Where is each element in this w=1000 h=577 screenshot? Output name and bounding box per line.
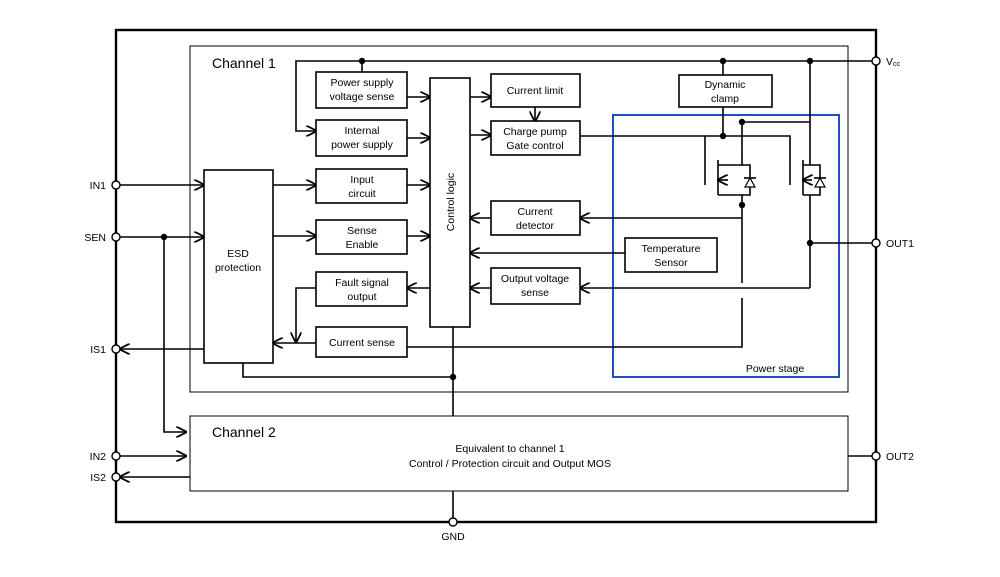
- output-mosfet-1: [704, 152, 757, 205]
- output-voltage-sense-block: Output voltage sense: [490, 267, 581, 305]
- input-circuit-block: Input circuit: [315, 168, 408, 204]
- svg-text:voltage sense: voltage sense: [330, 91, 395, 103]
- svg-text:output: output: [347, 291, 376, 303]
- svg-text:Output voltage: Output voltage: [501, 273, 569, 285]
- wiring: [120, 60, 874, 518]
- svg-text:power supply: power supply: [331, 139, 394, 151]
- power-stage-label: Power stage: [746, 363, 805, 375]
- svg-text:Vcc: Vcc: [886, 56, 901, 68]
- pin-out1: OUT1: [871, 238, 914, 250]
- current-sense-block: Current sense: [315, 326, 408, 358]
- svg-text:OUT1: OUT1: [886, 238, 914, 250]
- channel1-frame: [189, 45, 849, 393]
- svg-text:Power supply: Power supply: [330, 77, 394, 89]
- control-logic-block: Control logic: [429, 77, 471, 328]
- svg-text:detector: detector: [516, 220, 554, 232]
- svg-text:protection: protection: [215, 262, 261, 274]
- ic-package-outline: [114, 28, 878, 524]
- svg-text:Fault signal: Fault signal: [335, 277, 389, 289]
- svg-text:Internal: Internal: [344, 125, 379, 137]
- svg-text:Dynamic: Dynamic: [705, 79, 746, 91]
- svg-text:clamp: clamp: [711, 93, 739, 105]
- pin-in1: IN1: [90, 180, 121, 192]
- svg-text:OUT2: OUT2: [886, 451, 914, 463]
- junction-dots: [160, 57, 814, 381]
- pin-in2: IN2: [90, 451, 121, 463]
- svg-text:sense: sense: [521, 287, 549, 299]
- svg-text:Current: Current: [517, 206, 552, 218]
- channel1-title: Channel 1: [212, 55, 276, 71]
- sense-enable-block: Sense Enable: [315, 219, 408, 255]
- fault-signal-output-block: Fault signal output: [315, 271, 408, 307]
- pin-is2: IS2: [90, 472, 121, 484]
- svg-text:Gate control: Gate control: [506, 140, 563, 152]
- pin-out2: OUT2: [871, 451, 914, 463]
- svg-text:Sense: Sense: [347, 225, 377, 237]
- power-stage-frame: [612, 114, 840, 378]
- pin-gnd: GND: [441, 517, 465, 543]
- svg-text:Control / Protection circuit a: Control / Protection circuit and Output …: [409, 458, 611, 470]
- dynamic-clamp-block: Dynamic clamp: [678, 74, 773, 108]
- pin-sen: SEN: [84, 232, 121, 244]
- svg-text:IN1: IN1: [90, 180, 107, 192]
- svg-text:Enable: Enable: [346, 239, 379, 251]
- pin-is1: IS1: [90, 344, 121, 356]
- svg-text:IS2: IS2: [90, 472, 106, 484]
- svg-text:Sensor: Sensor: [654, 257, 688, 269]
- channel2-title: Channel 2: [212, 424, 276, 440]
- svg-text:Input: Input: [350, 174, 373, 186]
- charge-pump-gate-control-block: Charge pump Gate control: [490, 120, 581, 156]
- svg-text:Charge pump: Charge pump: [503, 126, 567, 138]
- svg-text:Control logic: Control logic: [445, 173, 457, 231]
- svg-text:IS1: IS1: [90, 344, 106, 356]
- svg-text:IN2: IN2: [90, 451, 107, 463]
- output-mosfet-2: [789, 122, 827, 205]
- current-detector-block: Current detector: [490, 200, 581, 236]
- temperature-sensor-block: Temperature Sensor: [624, 237, 718, 273]
- svg-text:Current sense: Current sense: [329, 337, 395, 349]
- power-supply-voltage-sense-block: Power supply voltage sense: [315, 71, 408, 109]
- svg-text:Temperature: Temperature: [642, 243, 701, 255]
- svg-text:Current limit: Current limit: [507, 85, 564, 97]
- pin-vcc: Vcc: [871, 56, 901, 68]
- svg-text:Equivalent to channel 1: Equivalent to channel 1: [455, 443, 564, 455]
- esd-protection-block: ESD protection: [203, 169, 274, 364]
- svg-text:circuit: circuit: [348, 188, 376, 200]
- svg-text:SEN: SEN: [84, 232, 106, 244]
- channel2-block: Channel 2 Equivalent to channel 1 Contro…: [189, 415, 849, 492]
- svg-text:ESD: ESD: [227, 248, 249, 260]
- internal-power-supply-block: Internal power supply: [315, 119, 408, 157]
- svg-text:GND: GND: [441, 531, 465, 543]
- current-limit-block: Current limit: [490, 73, 581, 108]
